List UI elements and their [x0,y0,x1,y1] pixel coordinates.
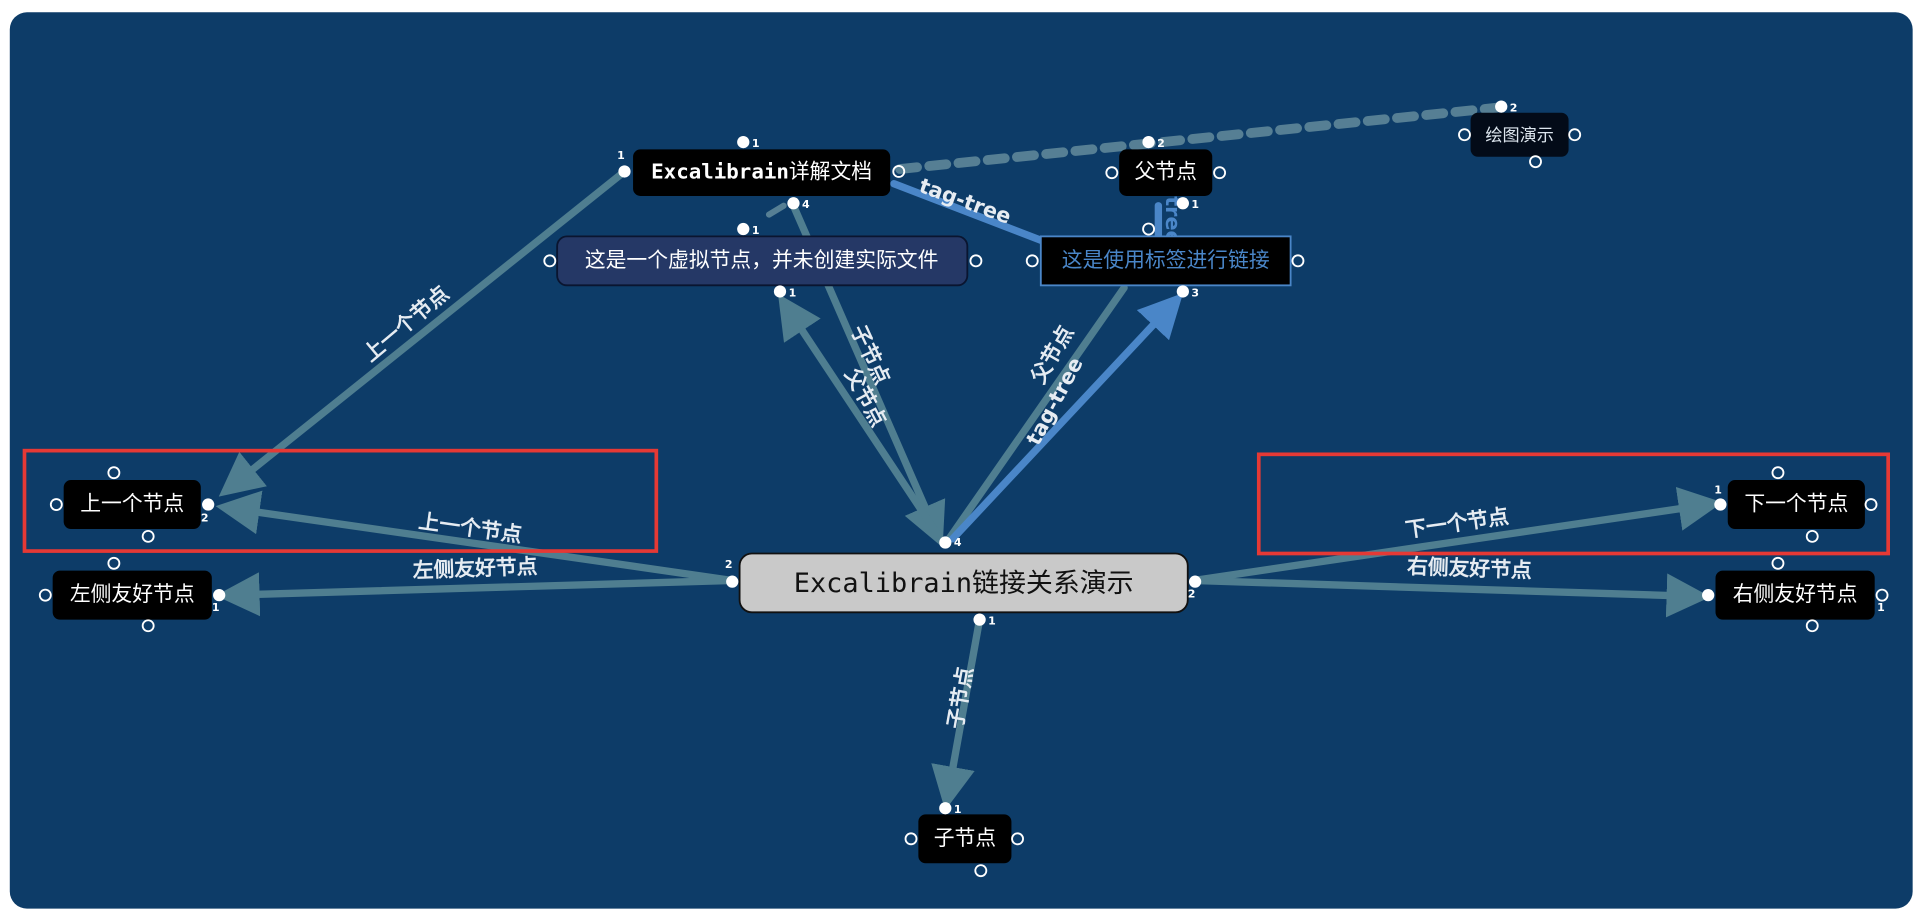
node-tag-link[interactable]: 这是使用标签进行链接 [1025,222,1305,298]
port-count: 1 [789,286,797,299]
node-doc[interactable]: Excalibrain详解文档 [618,135,906,210]
svg-text:上一个节点: 上一个节点 [80,492,184,516]
node-label: Excalibrain [794,568,972,599]
port-count: 1 [617,149,625,162]
port-count: 3 [1191,286,1199,299]
edge-central-next [1190,487,1723,585]
node-child[interactable]: 子节点 [904,802,1024,878]
node-label: 详解文档 [789,160,872,184]
port-count: 1 [752,224,760,237]
svg-text:左侧友好节点: 左侧友好节点 [70,582,195,606]
node-label: 链接关系演示 [972,568,1134,599]
edge-doc-prev [218,167,629,497]
node-left-friend[interactable]: 左侧友好节点 [38,556,226,633]
node-virtual[interactable]: 这是一个虚拟节点，并未创建实际文件 [543,222,983,298]
svg-text:这是使用标签进行链接: 这是使用标签进行链接 [1062,248,1270,272]
port-count: 1 [1714,484,1722,497]
edge-label: 左侧友好节点 [412,554,538,582]
highlight-box-next [1256,452,1890,556]
edge-central-tag [948,292,1184,543]
port-count: 1 [752,137,760,150]
edge-central-right [1190,573,1711,618]
port-count: 2 [201,512,209,525]
edge-doc-tag [890,180,1057,249]
canvas-background [9,12,1913,909]
port-count: 1 [212,601,220,614]
svg-text:绘图演示: 绘图演示 [1485,126,1554,146]
edge-central-child [931,615,984,811]
edge-doc-drawing [895,102,1502,174]
port-count: 1 [1877,601,1885,614]
port-count: 1 [988,615,996,628]
edge-label: 右侧友好节点 [1407,554,1533,582]
edge-tag-central [945,284,1128,543]
svg-text:这是一个虚拟节点，并未创建实际文件: 这是一个虚拟节点，并未创建实际文件 [585,248,939,272]
port-count: 2 [725,558,733,571]
svg-text:子节点: 子节点 [934,826,996,850]
svg-text:Excalibrain详解文档: Excalibrain详解文档 [651,160,872,184]
edge-central-virtual [778,293,945,543]
port-count: 2 [1157,137,1165,150]
edge-doc-virtual [756,202,787,224]
svg-text:Excalibrain链接关系演示: Excalibrain链接关系演示 [794,568,1134,599]
port-count: 2 [1510,101,1518,114]
svg-text:右侧友好节点: 右侧友好节点 [1733,582,1858,606]
edge-central-prev [215,490,736,585]
node-label: Excalibrain [651,160,789,184]
port-count: 4 [954,536,962,549]
node-central[interactable]: Excalibrain链接关系演示 [726,536,1202,626]
svg-text:父节点: 父节点 [1135,160,1197,184]
port-count: 1 [1191,198,1199,211]
highlight-box-prev [22,448,659,553]
port-count: 2 [1188,588,1196,601]
node-prev[interactable]: 上一个节点 [49,466,215,543]
port-count: 1 [954,803,962,816]
node-parent[interactable]: 父节点 [1105,135,1227,210]
edge-central-left [215,572,736,617]
node-right-friend[interactable]: 右侧友好节点 [1702,556,1889,633]
node-drawing[interactable]: 绘图演示 [1458,100,1582,169]
node-next[interactable]: 下一个节点 [1714,466,1878,543]
port-count: 4 [802,198,810,211]
svg-text:下一个节点: 下一个节点 [1744,492,1848,516]
